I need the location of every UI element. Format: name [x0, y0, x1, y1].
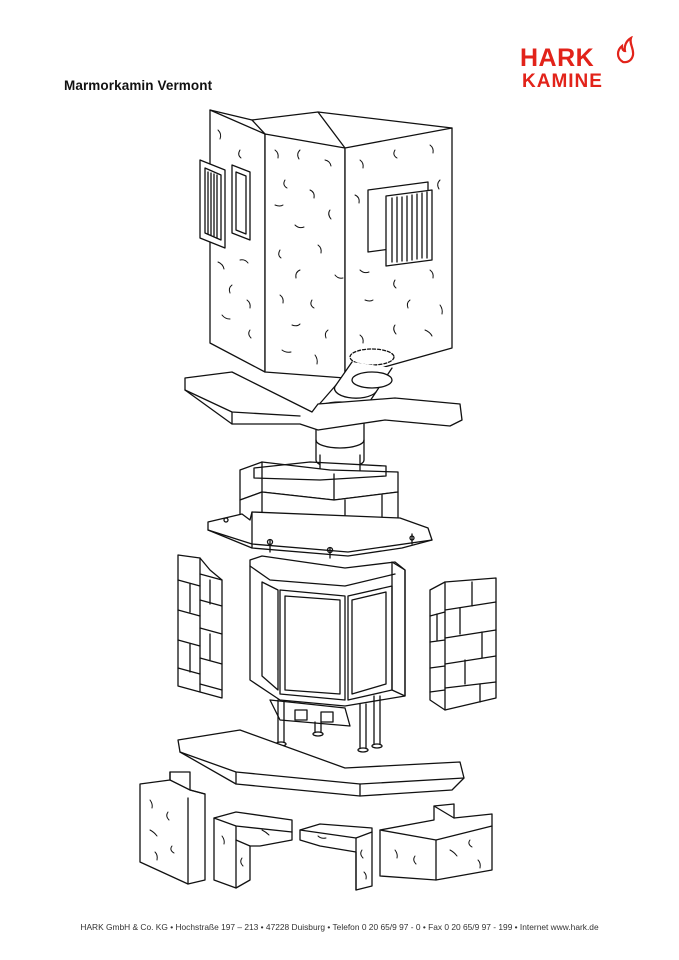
base-block-mid-right — [299, 823, 373, 891]
flame-icon — [616, 36, 635, 64]
hood-grille-left — [199, 159, 251, 249]
upper-cover-plate — [184, 371, 463, 431]
base-block-left — [139, 771, 206, 885]
side-wall-left — [177, 554, 223, 699]
logo-text-kamine: KAMINE — [522, 71, 603, 92]
base-block-right — [379, 803, 493, 881]
page-title: Marmorkamin Vermont — [64, 78, 213, 93]
fireplace-insert — [207, 461, 433, 753]
hood-grille-right — [367, 181, 433, 267]
marble-hood — [199, 109, 453, 379]
hearth-slab — [177, 729, 465, 797]
side-wall-right — [429, 577, 497, 711]
base-block-mid-left — [213, 811, 293, 889]
hark-kamine-logo: HARK KAMINE — [520, 36, 635, 98]
marble-texture-hood — [217, 129, 443, 365]
footer-company-info: HARK GmbH & Co. KG • Hochstraße 197 – 21… — [80, 922, 599, 932]
logo-text-hark: HARK — [520, 44, 595, 72]
